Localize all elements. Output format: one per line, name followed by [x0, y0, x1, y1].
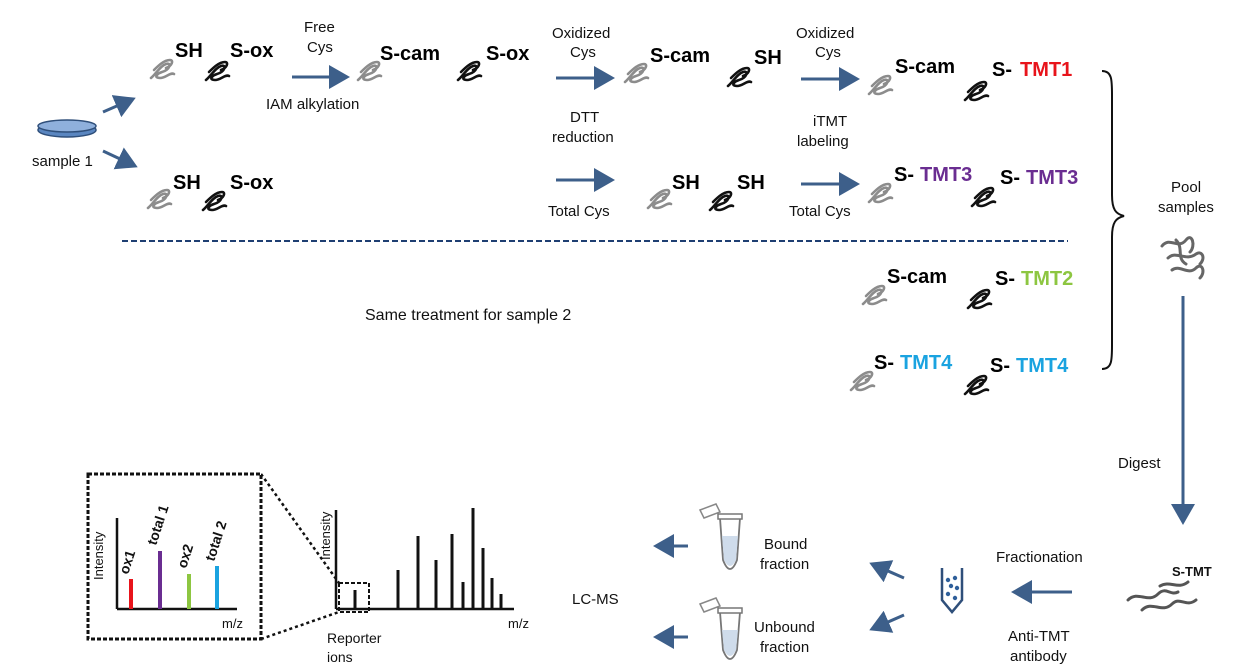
tube-icon: [698, 597, 743, 660]
peak-label-ox2: ox2: [174, 542, 197, 570]
free-cys-label-1: Free: [304, 19, 335, 36]
oxcys2-label-1: Oxidized: [796, 25, 854, 42]
r4-s: S-: [992, 59, 1012, 81]
reporter-inset: [86, 472, 263, 641]
r4-tmt1: TMT1: [1020, 59, 1072, 81]
split-arrow-top: [102, 95, 136, 118]
r3-scam: S-cam: [650, 45, 710, 67]
pool-brace: [1101, 70, 1125, 370]
r3-sh: SH: [754, 47, 782, 69]
oxcys1-label-2: Cys: [570, 44, 596, 61]
sample-1-label: sample 1: [32, 153, 93, 170]
reporter-label-1: Reporter: [327, 630, 382, 646]
s2b-tmt4-a: TMT4: [900, 352, 953, 374]
s2b-tmt4-b: TMT4: [1016, 355, 1069, 377]
r1-sox: S-ox: [230, 40, 273, 62]
r4-scam: S-cam: [895, 56, 955, 78]
t1-sox: S-ox: [230, 172, 273, 194]
s2b-s-a: S-: [874, 352, 894, 374]
protein-cluster-icon: [1160, 236, 1205, 280]
r2-scam: S-cam: [380, 43, 440, 65]
split-arrow-bottom: [102, 147, 138, 170]
ms-mz-label: m/z: [508, 616, 529, 631]
dish-icon: [37, 119, 97, 138]
unbound-label-1: Unbound: [754, 619, 815, 636]
free-cys-label-2: Cys: [307, 39, 333, 56]
same-treatment-label: Same treatment for sample 2: [365, 307, 571, 324]
s2a-scam: S-cam: [887, 266, 947, 288]
t3-tmt3-a: TMT3: [920, 164, 972, 186]
t3-s-b: S-: [1000, 167, 1020, 189]
t3-s-a: S-: [894, 164, 914, 186]
antitmt-label-2: antibody: [1010, 648, 1067, 665]
peptide-mix-icon: [1126, 580, 1198, 612]
peptide-r1-left: [149, 58, 231, 82]
t2-sh-b: SH: [737, 172, 765, 194]
reporter-label-2: ions: [327, 649, 353, 665]
to-bound-arrow: [869, 560, 905, 583]
peak-label-ox1: ox1: [116, 548, 139, 576]
to-unbound-arrow: [869, 610, 905, 633]
peptide-t3: [867, 182, 997, 208]
itmt-label-2: labeling: [797, 133, 849, 150]
peptide-r1-reduced: [623, 62, 753, 88]
ms-intensity-label: Intensity: [318, 511, 333, 560]
antitmt-label-1: Anti-TMT: [1008, 628, 1070, 645]
t3-tmt3-b: TMT3: [1026, 167, 1078, 189]
column-icon: [940, 568, 964, 614]
peptide-s2b: [849, 370, 990, 396]
zoom-line-top: [259, 473, 341, 584]
oxcys2-label-2: Cys: [815, 44, 841, 61]
pool-label-1: Pool: [1171, 179, 1201, 196]
t1-sh: SH: [173, 172, 201, 194]
dtt-label-1: DTT: [570, 109, 599, 126]
oxcys1-label-1: Oxidized: [552, 25, 610, 42]
itmt-label-1: iTMT: [813, 113, 847, 130]
ms-spectrum: [334, 508, 514, 613]
bound-label-1: Bound: [764, 536, 807, 553]
inset-mz-label: m/z: [222, 616, 243, 631]
s2a-s: S-: [995, 268, 1015, 290]
s2a-tmt2: TMT2: [1021, 268, 1073, 290]
digest-label: Digest: [1118, 455, 1161, 472]
zoom-line-bottom: [260, 610, 340, 641]
s-tmt-label: S-TMT: [1172, 564, 1212, 579]
r1-sh: SH: [175, 40, 203, 62]
peptide-s2a: [861, 284, 993, 310]
dtt-label-2: reduction: [552, 129, 614, 146]
bound-label-2: fraction: [760, 556, 809, 573]
lcms-label: LC-MS: [572, 591, 619, 608]
t2-sh-a: SH: [672, 172, 700, 194]
s2b-s-b: S-: [990, 355, 1010, 377]
tube-icon: [698, 503, 743, 570]
inset-intensity-label: Intensity: [91, 531, 106, 580]
total-cys-b: Total Cys: [789, 203, 851, 220]
unbound-label-2: fraction: [760, 639, 809, 656]
r2-sox: S-ox: [486, 43, 529, 65]
total-cys-a: Total Cys: [548, 203, 610, 220]
pool-label-2: samples: [1158, 199, 1214, 216]
peptide-r1-tmt1: [867, 74, 990, 102]
fractionation-label: Fractionation: [996, 549, 1083, 566]
iam-label: IAM alkylation: [266, 96, 359, 113]
